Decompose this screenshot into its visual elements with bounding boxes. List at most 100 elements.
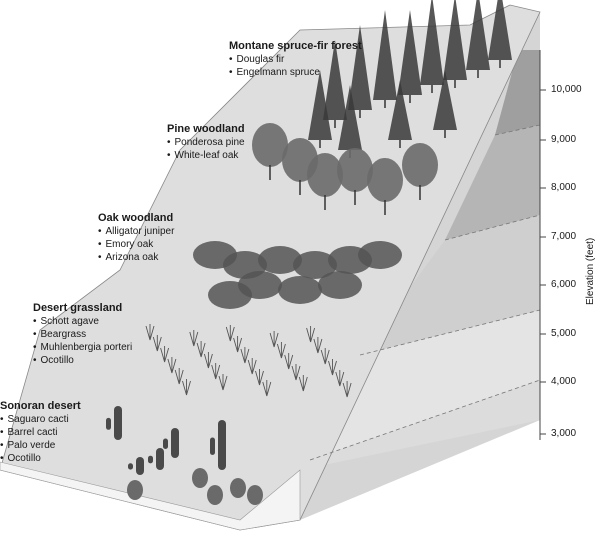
grass-tuft-icon bbox=[167, 357, 177, 374]
spruce-tree-icon bbox=[443, 0, 467, 80]
grass-tuft-icon bbox=[269, 331, 279, 348]
band-5500-7500 bbox=[360, 215, 540, 355]
grass-tuft-icon bbox=[306, 326, 316, 343]
grass-tuft-icon bbox=[152, 335, 162, 352]
barrel-cactus-icon bbox=[127, 480, 143, 500]
grass-tuft-icon bbox=[291, 364, 301, 381]
spruce-tree-icon bbox=[420, 0, 444, 85]
elevation-axis-label: Elevation (feet) bbox=[585, 237, 596, 305]
grass-tuft-icon bbox=[196, 341, 206, 358]
saguaro-cactus-icon bbox=[114, 406, 122, 440]
species-item: Palo verde bbox=[0, 439, 81, 452]
tick-label: 3,000 bbox=[551, 428, 577, 439]
grass-tuft-icon bbox=[335, 370, 345, 387]
species-item: Ocotillo bbox=[33, 354, 132, 367]
pine-tree-icon bbox=[252, 123, 288, 167]
grass-tuft-icon bbox=[262, 380, 272, 397]
oak-tree-icon bbox=[293, 251, 337, 279]
tick-label: 8,000 bbox=[551, 182, 577, 193]
grass-tuft-icon bbox=[320, 348, 330, 365]
saguaro-cactus-icon bbox=[218, 420, 226, 470]
spruce-tree-icon bbox=[308, 70, 332, 140]
spruce-tree-icon bbox=[488, 0, 512, 60]
tick-label: 6,000 bbox=[551, 279, 577, 290]
spruce-tree-icon bbox=[466, 0, 490, 70]
zone-title: Pine woodland bbox=[167, 123, 245, 135]
species-item: Alligator juniper bbox=[98, 225, 175, 238]
barrel-cactus-icon bbox=[247, 485, 263, 505]
band-3000-4500 bbox=[300, 380, 540, 470]
oak-tree-icon bbox=[208, 281, 252, 309]
slope-base bbox=[0, 461, 301, 531]
grass-tuft-icon bbox=[211, 363, 221, 380]
zone-title: Oak woodland bbox=[98, 212, 174, 224]
species-item: Beargrass bbox=[33, 328, 132, 341]
zone-grassland-label: Desert grassland Schott agave Beargrass … bbox=[33, 302, 132, 367]
pine-tree-icon bbox=[402, 143, 438, 187]
cactus-arm bbox=[210, 437, 215, 455]
tick-label: 5,000 bbox=[551, 328, 577, 339]
saguaro-cactus-icon bbox=[156, 448, 164, 470]
cactus-arm bbox=[128, 463, 133, 470]
species-item: White-leaf oak bbox=[167, 149, 245, 162]
band-4500-5500 bbox=[310, 310, 540, 460]
grass-tuft-icon bbox=[203, 352, 213, 369]
grass-tuft-icon bbox=[160, 346, 170, 363]
cactus-arm bbox=[106, 417, 111, 430]
spruce-tree-icon bbox=[323, 40, 347, 120]
oak-tree-icon bbox=[258, 246, 302, 274]
tick-label: 7,000 bbox=[551, 231, 577, 242]
species-item: Ocotillo bbox=[0, 452, 81, 465]
pine-tree-icon bbox=[367, 158, 403, 202]
oak-tree-icon bbox=[358, 241, 402, 269]
grass-tuft-icon bbox=[328, 359, 337, 376]
species-item: Schott agave bbox=[33, 315, 132, 328]
species-item: Ponderosa pine bbox=[167, 136, 245, 149]
grass-tuft-icon bbox=[225, 325, 235, 342]
elevation-ticks bbox=[540, 89, 546, 435]
zone-title: Desert grassland bbox=[33, 302, 123, 314]
species-item: Saguaro cacti bbox=[0, 413, 81, 426]
zone-pine-label: Pine woodland Ponderosa pine White-leaf … bbox=[167, 123, 245, 162]
tick-label: 4,000 bbox=[551, 376, 577, 387]
species-item: Engelmann spruce bbox=[229, 66, 362, 79]
saguaro-cactus-icon bbox=[171, 428, 179, 458]
zone-title: Montane spruce-fir forest bbox=[229, 40, 362, 52]
barrel-cactus-icon bbox=[207, 485, 223, 505]
zone-sonoran-label: Sonoran desert Saguaro cacti Barrel cact… bbox=[0, 400, 81, 465]
grass-tuft-icon bbox=[240, 347, 250, 364]
grass-tuft-icon bbox=[247, 358, 257, 375]
grass-tuft-icon bbox=[189, 330, 199, 347]
oak-tree-icon bbox=[318, 271, 362, 299]
boundary-line-5500 bbox=[359, 309, 541, 356]
species-item: Muhlenbergia porteri bbox=[33, 341, 133, 354]
cactus-arm bbox=[163, 438, 168, 449]
spruce-tree-icon bbox=[433, 70, 457, 130]
boundary-line-9000 bbox=[494, 124, 541, 136]
species-item: Arizona oak bbox=[98, 251, 174, 264]
pine-tree-icon bbox=[307, 153, 343, 197]
grass-tuft-icon bbox=[145, 324, 155, 341]
band-7500-9000 bbox=[445, 125, 540, 240]
pine-tree-icon bbox=[337, 148, 373, 192]
tick-label: 10,000 bbox=[551, 84, 582, 95]
zone-montane-label: Montane spruce-fir forest Douglas fir En… bbox=[229, 40, 362, 79]
cactus-arm bbox=[148, 455, 153, 464]
saguaro-cactus-icon bbox=[136, 457, 144, 475]
band-9000-top bbox=[495, 50, 540, 135]
grass-tuft-icon bbox=[174, 368, 184, 385]
spruce-tree-icon bbox=[398, 10, 422, 95]
species-item: Douglas fir bbox=[229, 53, 362, 66]
grass-tuft-icon bbox=[233, 336, 243, 353]
grass-tuft-icon bbox=[298, 375, 308, 392]
zone-oak-label: Oak woodland Alligator juniper Emory oak… bbox=[98, 212, 174, 264]
spruce-tree-icon bbox=[338, 85, 362, 150]
barrel-cactus-icon bbox=[230, 478, 246, 498]
boundary-line-4500 bbox=[309, 379, 541, 461]
tick-label: 9,000 bbox=[551, 134, 577, 145]
spruce-tree-icon bbox=[388, 80, 412, 140]
oak-tree-icon bbox=[278, 276, 322, 304]
grass-tuft-icon bbox=[255, 369, 264, 386]
